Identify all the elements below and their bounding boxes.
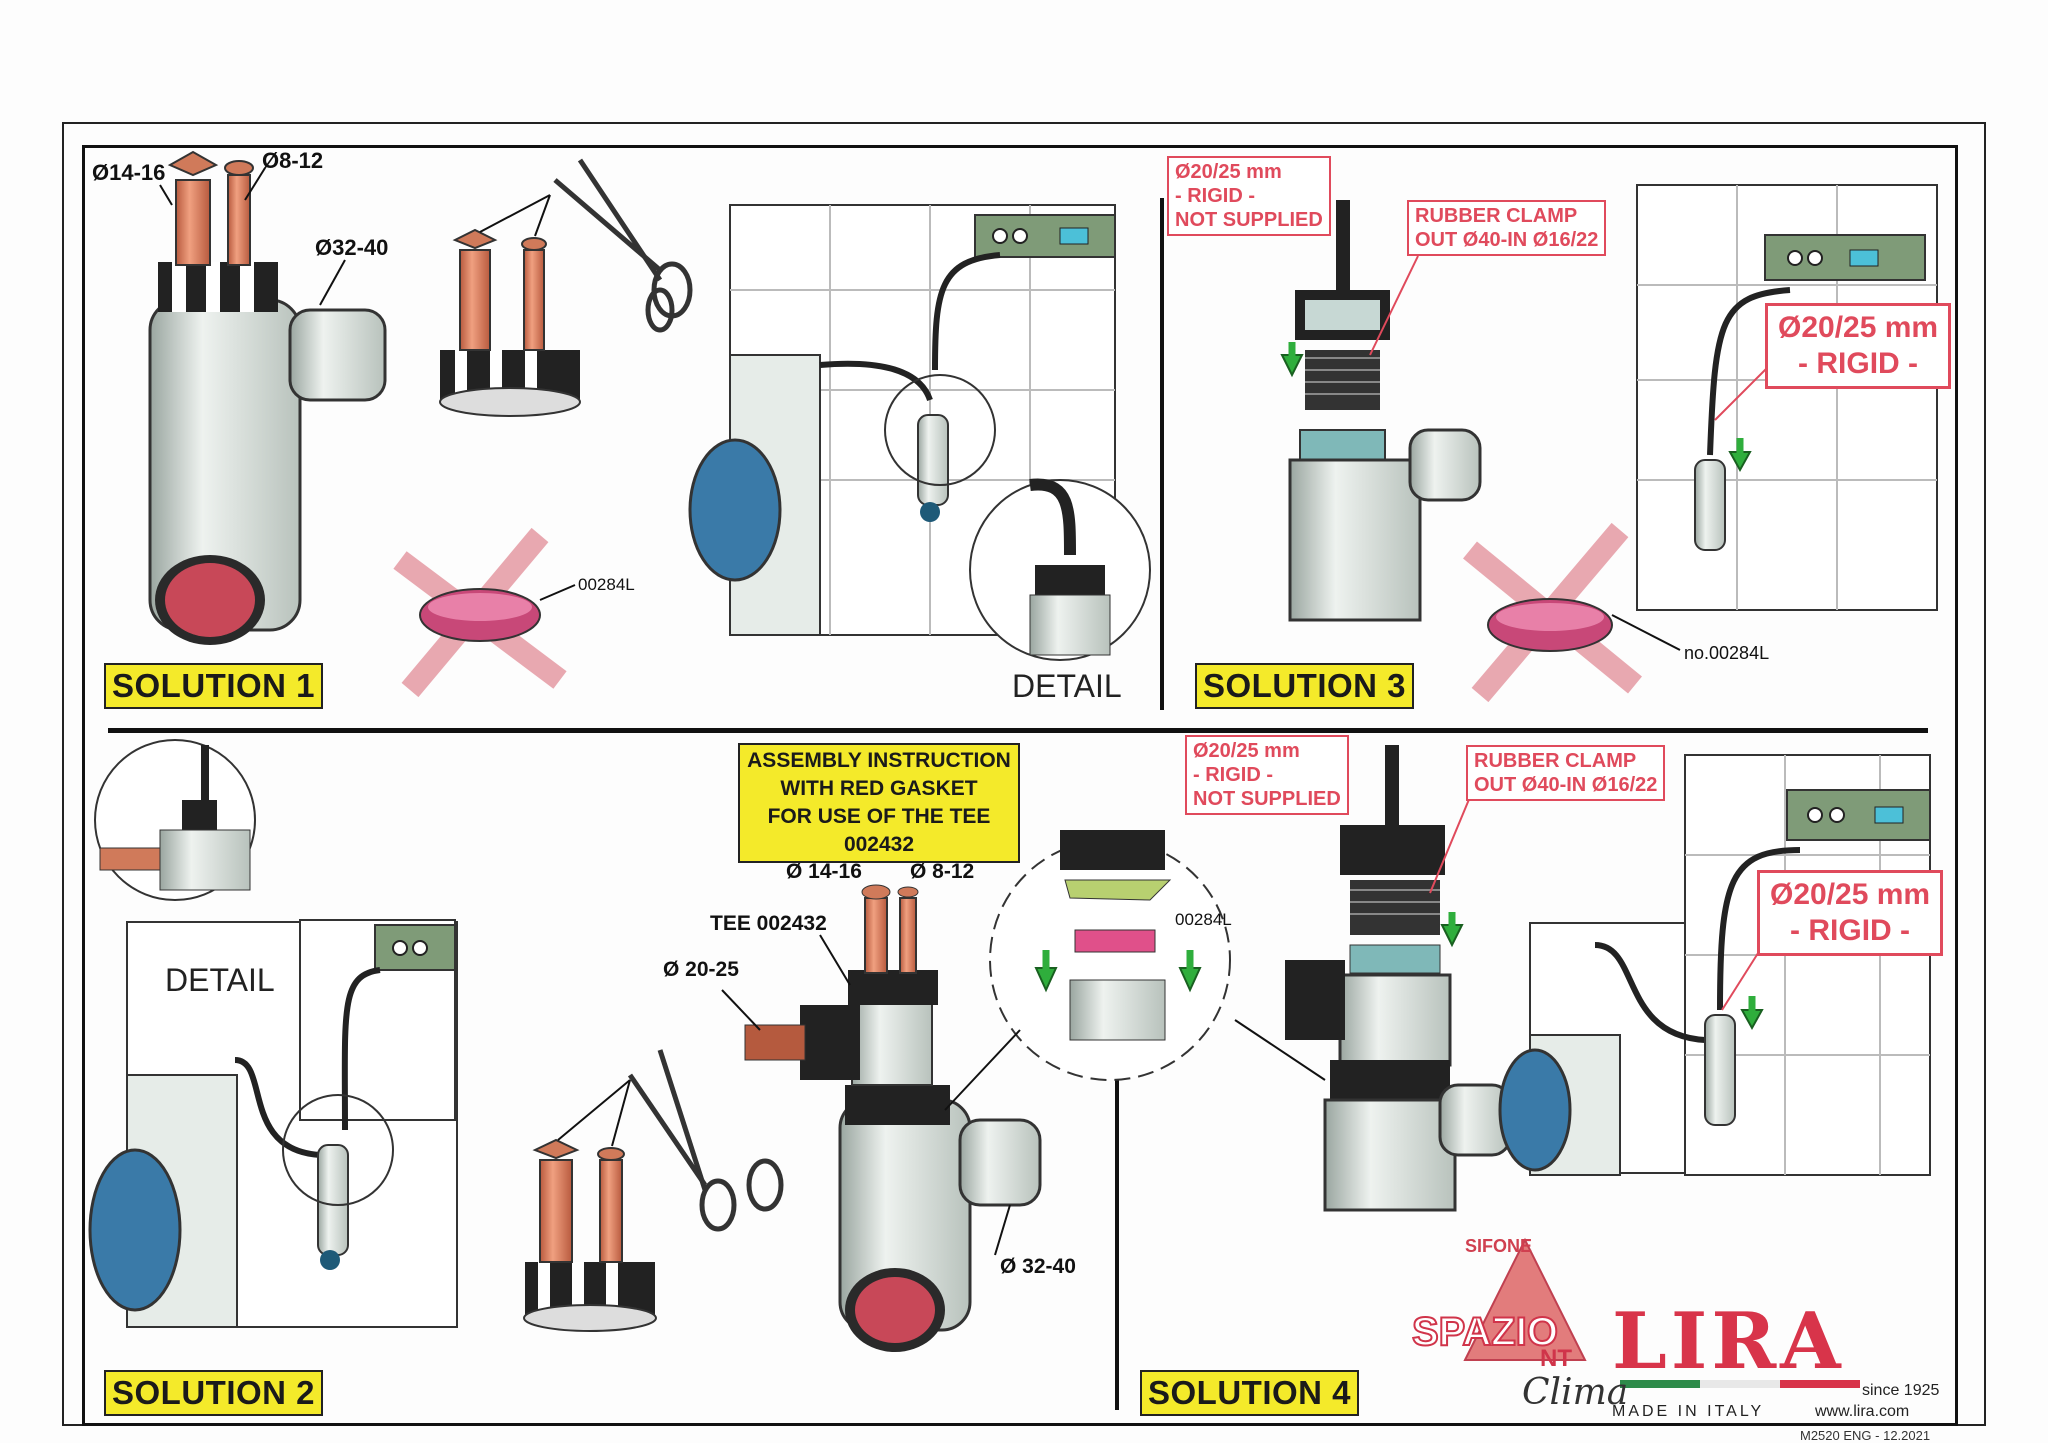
rigid-big-line-1: Ø20/25 mm	[1778, 311, 1939, 344]
note-line-3: FOR USE OF THE TEE 002432	[767, 805, 991, 856]
bathroom-scene-solution-1	[688, 204, 1151, 661]
spazio-logo-text: SPAZIO	[1411, 1309, 1559, 1355]
spazio-logo-triangle	[1463, 1237, 1587, 1361]
rigid-pipe-big-callout-3: Ø20/25 mm - RIGID -	[1765, 303, 1952, 389]
siphon-solution-4	[1234, 745, 1512, 1212]
rubber-clamp-callout-4: RUBBER CLAMP OUT Ø40-IN Ø16/22	[1466, 745, 1666, 801]
italian-flag-bar	[1620, 1380, 1860, 1388]
assembly-instruction-note: ASSEMBLY INSTRUCTION WITH RED GASKET FOR…	[738, 743, 1020, 863]
detail-label-1: DETAIL	[1012, 668, 1122, 704]
clima-logo-text: Clima	[1522, 1372, 1629, 1413]
siphon-solution-1	[148, 150, 387, 645]
tee-label: TEE 002432	[710, 912, 827, 935]
solution-4-label: SOLUTION 4	[1140, 1370, 1360, 1416]
part-number-label-3: no.00284L	[1684, 643, 1770, 663]
diameter-20-25-label: Ø 20-25	[663, 958, 739, 981]
detail-circle-solution-2	[94, 739, 256, 901]
rigid-big-line-2-b: - RIGID -	[1790, 914, 1911, 947]
vertical-divider-bottom	[1115, 1080, 1119, 1410]
website-text: www.lira.com	[1815, 1403, 1910, 1420]
rigid-pipe-big-callout-4: Ø20/25 mm - RIGID -	[1757, 870, 1944, 956]
rigid-pipe-callout-3: Ø20/25 mm - RIGID - NOT SUPPLIED	[1167, 156, 1331, 236]
note-line-1: ASSEMBLY INSTRUCTION	[747, 749, 1011, 772]
part-number-label-detail: 00284L	[1175, 910, 1232, 929]
horizontal-divider	[108, 728, 1928, 733]
scissors-icon-2	[627, 1049, 784, 1232]
gasket-detail-circle	[944, 830, 1231, 1111]
s2-diameter-14-16-label: Ø 14-16	[786, 860, 862, 883]
solution-2-label: SOLUTION 2	[104, 1370, 324, 1416]
diameter-14-16-label: Ø14-16	[92, 160, 166, 185]
rigid-big-line-1-b: Ø20/25 mm	[1770, 878, 1931, 911]
rubber-clamp-callout-3: RUBBER CLAMP OUT Ø40-IN Ø16/22	[1407, 200, 1607, 256]
crossed-gasket-solution-1	[393, 527, 576, 698]
bathroom-scene-solution-2	[88, 919, 458, 1328]
s2-diameter-8-12-label: Ø 8-12	[910, 860, 975, 883]
scissors-icon	[553, 158, 693, 333]
note-line-2: WITH RED GASKET	[780, 777, 978, 800]
detail-label-2: DETAIL	[165, 962, 275, 998]
solution-1-label: SOLUTION 1	[104, 663, 324, 709]
nt-logo-text: NT	[1540, 1345, 1572, 1372]
cut-adapter-solution-1	[439, 194, 581, 417]
made-in-italy-text: MADE IN ITALY	[1612, 1403, 1765, 1420]
bathroom-scene-solution-4	[1498, 754, 1931, 1176]
vertical-divider-top	[1160, 198, 1164, 710]
lira-logo: LIRA	[1612, 1296, 1845, 1387]
cut-adapter-solution-2	[523, 1079, 657, 1332]
s2-diameter-32-40-label: Ø 32-40	[1000, 1255, 1076, 1278]
sifone-logo-text: SIFONE	[1465, 1236, 1533, 1256]
crossed-gasket-solution-3	[1463, 522, 1681, 703]
diameter-8-12-label: Ø8-12	[262, 148, 324, 173]
part-number-label: 00284L	[578, 575, 635, 594]
siphon-solution-2	[721, 884, 1042, 1352]
inner-frame	[82, 145, 1958, 1426]
rigid-pipe-callout-4: Ø20/25 mm - RIGID - NOT SUPPLIED	[1185, 735, 1349, 815]
bathroom-scene-solution-3	[1636, 184, 1938, 611]
diameter-32-40-label: Ø32-40	[315, 235, 389, 260]
solution-3-label: SOLUTION 3	[1195, 663, 1415, 709]
siphon-solution-3	[1280, 200, 1482, 622]
since-text: since 1925	[1862, 1382, 1940, 1399]
rigid-big-line-2: - RIGID -	[1798, 347, 1919, 380]
